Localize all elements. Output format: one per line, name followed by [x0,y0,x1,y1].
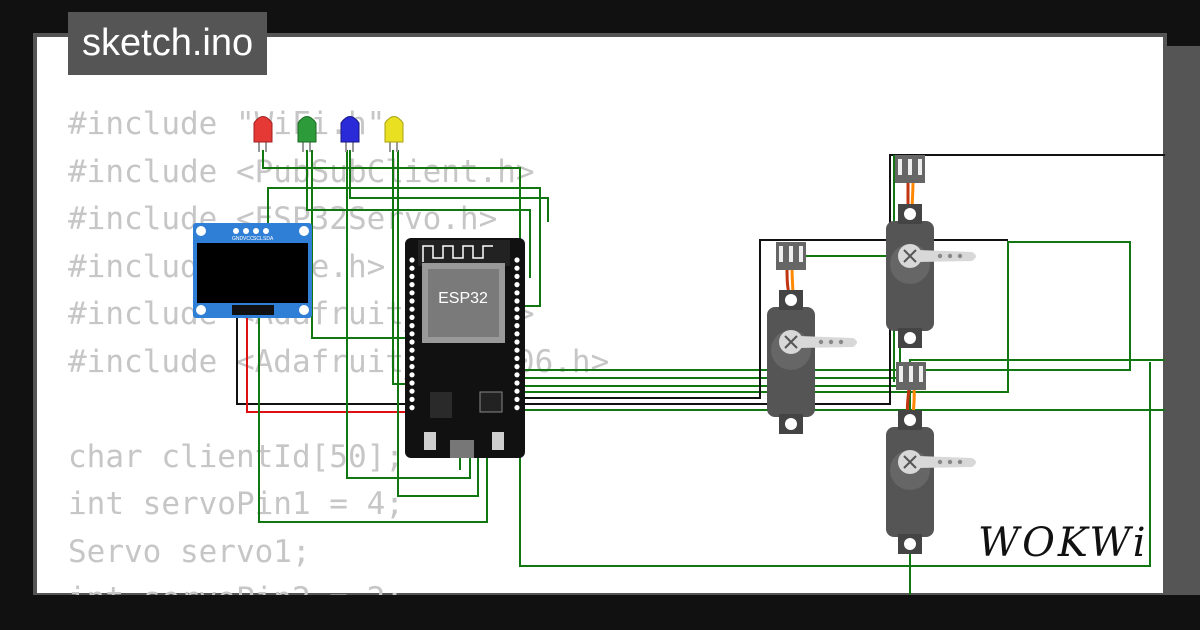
oled-pin-label: GND [232,236,244,242]
header-pin[interactable] [409,331,415,337]
header-pin[interactable] [514,306,520,312]
header-pin[interactable] [514,396,520,402]
header-pin[interactable] [409,364,415,370]
servo1-signal-wire[interactable] [512,255,901,379]
header-pin[interactable] [514,323,520,329]
header-pin[interactable] [409,298,415,304]
servo-motor-2[interactable] [885,155,977,349]
header-pin[interactable] [409,314,415,320]
header-pin[interactable] [514,314,520,320]
servo3-connector [896,362,926,390]
servo-motor-1[interactable] [766,242,858,435]
esp32-board[interactable]: ESP32 [405,238,525,458]
header-pin[interactable] [514,372,520,378]
servo2-body [885,203,977,349]
header-pin[interactable] [409,282,415,288]
header-pin[interactable] [409,265,415,271]
header-pin[interactable] [514,405,520,411]
led-yellow[interactable] [384,116,404,153]
usb-port [450,440,474,458]
esp32-right-pins [514,257,520,411]
servo1-gnd-wire[interactable] [512,239,1008,399]
led-red-wire[interactable] [262,150,521,262]
boot-button[interactable] [424,432,436,450]
code-line: char clientId[50]; [68,438,404,475]
oled-scl-wire[interactable] [258,240,488,523]
reset-button[interactable] [492,432,504,450]
header-pin[interactable] [409,339,415,345]
servo2-gnd-wire[interactable] [512,154,1165,405]
oled-gnd-wire[interactable] [236,318,412,405]
header-pin[interactable] [409,372,415,378]
header-pin[interactable] [514,380,520,386]
header-pin[interactable] [514,273,520,279]
header-pin[interactable] [514,355,520,361]
header-pin[interactable] [409,388,415,394]
header-pin[interactable] [409,405,415,411]
file-tab[interactable]: sketch.ino [68,12,268,75]
header-pin[interactable] [514,282,520,288]
header-pin[interactable] [409,355,415,361]
card-shadow [1165,46,1200,630]
code-line: #include <PubSubClient.h> [68,153,535,190]
oled-screen [197,243,308,303]
header-pin[interactable] [514,364,520,370]
header-pin[interactable] [409,347,415,353]
code-line: int servoPin1 = 4; [68,486,404,522]
oled-pin-label: VCC [243,236,254,242]
header-pin[interactable] [409,380,415,386]
servo3-body [885,409,977,555]
header-pin[interactable] [514,331,520,337]
servo2-connector [895,155,925,183]
header-pin[interactable] [514,265,520,271]
oled-display[interactable]: GND VCC SCL SDA [193,223,312,318]
header-pin[interactable] [409,290,415,296]
oled-vcc-wire[interactable] [246,318,412,413]
servo1-body [766,289,858,435]
header-pin[interactable] [514,347,520,353]
header-pin[interactable] [409,257,415,263]
wokwi-logo: WOKWi [978,520,1149,566]
servo3-signal-wire[interactable] [512,359,1165,387]
servo-motor-3[interactable] [885,362,977,555]
servo1-connector [776,242,806,270]
servo-bundle-wire-1[interactable] [512,241,1131,393]
led-blue[interactable] [340,116,360,153]
oled-sda-wire[interactable] [267,187,541,307]
header-pin[interactable] [409,323,415,329]
servo-return-wire[interactable] [519,362,1151,567]
led-red[interactable] [253,116,273,153]
header-pin[interactable] [514,290,520,296]
oled-pin-label: SCL [253,236,263,242]
led-green[interactable] [297,116,317,153]
code-line: Servo servo1; [68,533,311,570]
esp32-chip-label: ESP32 [438,290,488,307]
led-green-cathode-wire[interactable] [311,150,412,339]
header-pin[interactable] [514,388,520,394]
header-pin[interactable] [409,396,415,402]
bottom-shade [33,595,1200,630]
header-pin[interactable] [514,298,520,304]
header-pin[interactable] [514,339,520,345]
header-pin[interactable] [409,273,415,279]
header-pin[interactable] [514,257,520,263]
esp32-left-pins [409,257,415,411]
oled-pin-label: SDA [263,236,274,242]
led-blue-wire[interactable] [349,150,549,222]
led-green-wire[interactable] [306,150,531,278]
antenna-trace [422,245,493,262]
header-pin[interactable] [409,306,415,312]
